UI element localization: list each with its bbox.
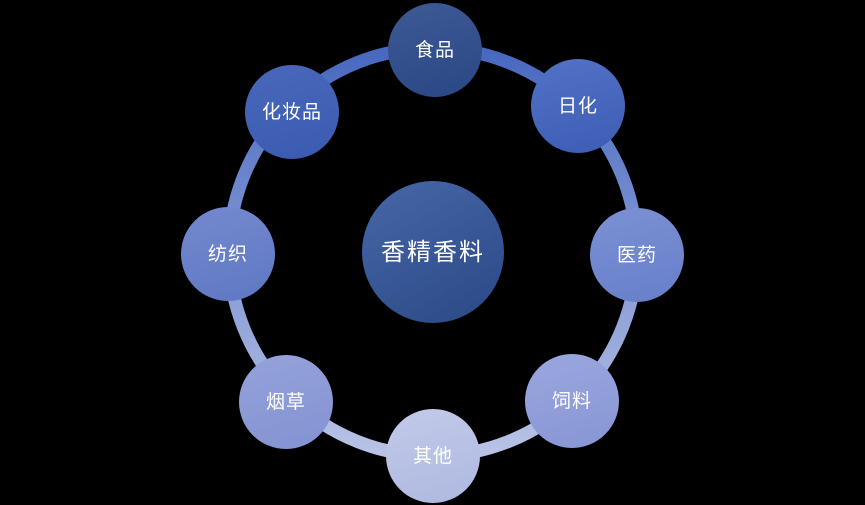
node-tobacco: 烟草 — [239, 355, 333, 449]
node-daily-chemicals: 日化 — [531, 59, 625, 153]
node-cosmetics-label: 化妆品 — [261, 100, 322, 123]
node-daily-chemicals-label: 日化 — [557, 94, 598, 117]
node-food-label: 食品 — [414, 38, 455, 61]
node-feed: 饲料 — [525, 354, 619, 448]
node-textile: 纺织 — [181, 207, 275, 301]
node-feed-label: 饲料 — [551, 389, 592, 412]
node-textile-label: 纺织 — [207, 242, 248, 265]
node-food: 食品 — [388, 3, 482, 97]
node-medicine-label: 医药 — [616, 243, 657, 266]
node-other-label: 其他 — [412, 444, 453, 467]
node-medicine: 医药 — [590, 208, 684, 302]
node-other: 其他 — [386, 409, 480, 503]
center-node-fragrance-flavor: 香精香料 — [362, 181, 504, 323]
center-node-label: 香精香料 — [381, 237, 485, 266]
node-tobacco-label: 烟草 — [265, 390, 306, 413]
node-cosmetics: 化妆品 — [245, 65, 339, 159]
